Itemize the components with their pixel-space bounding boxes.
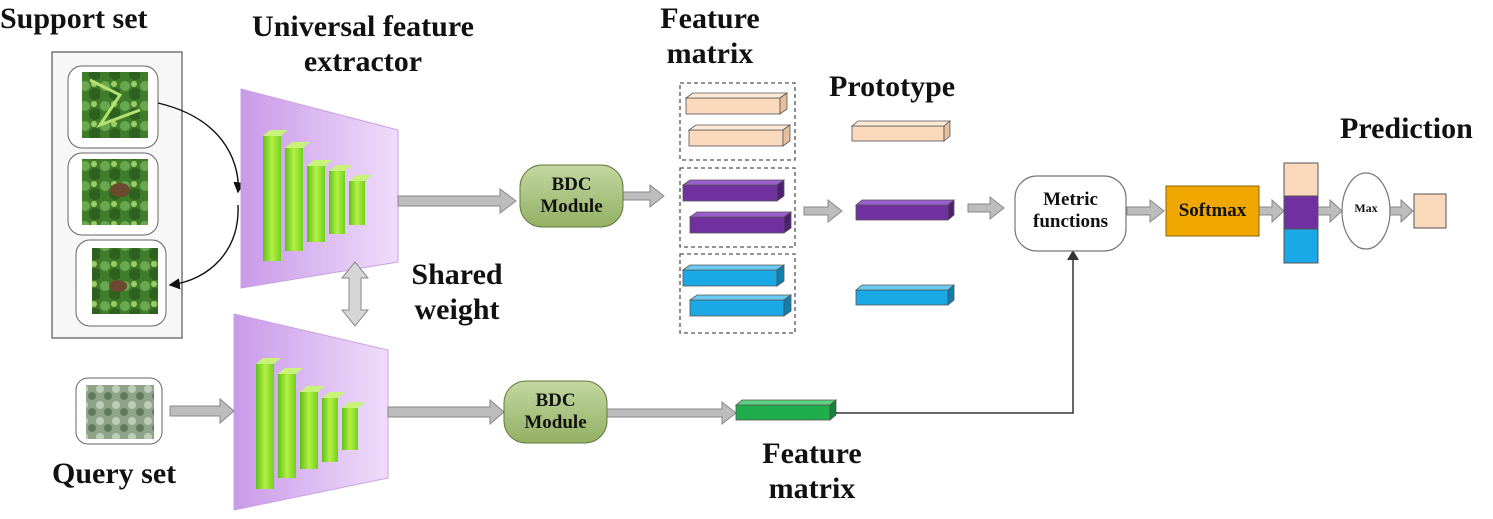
max-box: Max (1354, 201, 1378, 215)
feature-matrix-top-line1: Feature (660, 2, 760, 35)
extractor-label: Universal feature extractor (234, 10, 492, 79)
feature-bar-class3-b (688, 294, 793, 317)
feature-bar-class2-b (688, 211, 793, 234)
support-set-label: Support set (0, 2, 148, 35)
bdc-module-bottom-shape (503, 380, 608, 444)
softmax-shape (1165, 185, 1260, 237)
support-image-2 (67, 152, 159, 236)
arrow-extractor-to-bdc-bottom (387, 398, 505, 426)
shared-weight-line1: Shared (411, 258, 503, 291)
support-image-3 (75, 239, 167, 327)
extractor-label-line2: extractor (303, 44, 423, 78)
support-set-panel (51, 51, 245, 339)
metric-line2: functions (1033, 210, 1108, 232)
arrow-query-to-extractor (169, 397, 235, 425)
extractor-bottom-layers (256, 358, 365, 489)
feature-bar-class3-a (681, 264, 786, 287)
metric-functions: Metric functions (1015, 189, 1126, 233)
bdc-module-bottom: BDC Module (504, 390, 607, 434)
arrow-matrix-to-prototype (803, 198, 843, 224)
feature-matrix-top-label: Feature matrix (640, 2, 780, 71)
feature-bar-class1-a (684, 92, 789, 115)
feature-bar-class1-b (687, 124, 792, 147)
feature-matrix-top-line2: matrix (666, 36, 754, 70)
metric-line1: Metric (1043, 189, 1098, 210)
feature-matrix-bottom-line2: matrix (768, 471, 856, 505)
arrow-bdc-to-matrix (622, 183, 665, 209)
extractor-bottom (233, 313, 389, 511)
prediction-output-square (1413, 193, 1447, 229)
arrow-metric-to-softmax (1126, 198, 1165, 224)
query-image (75, 377, 163, 445)
feature-group-2 (679, 167, 796, 248)
feature-matrix-bottom-label: Feature matrix (742, 437, 882, 506)
probability-vector (1283, 162, 1319, 264)
arrow-bdc-to-query-feature (606, 400, 737, 426)
feature-group-3 (679, 253, 796, 334)
arrow-extractor-to-bdc-top (397, 188, 517, 214)
prototype-label: Prototype (829, 70, 956, 103)
query-feature-bar (734, 399, 838, 421)
support-image-1 (67, 65, 159, 149)
query-to-metric-line (836, 258, 1074, 414)
extractor-top-layers (263, 130, 372, 261)
arrow-vector-to-max (1317, 198, 1343, 224)
bdc-module-top: BDC Module (520, 174, 623, 218)
support-out-arrow (168, 204, 239, 290)
arrow-prototype-to-metric (967, 195, 1005, 221)
prediction-label: Prediction (1340, 112, 1473, 145)
feature-matrix-bottom-line1: Feature (762, 437, 862, 470)
feature-bars (681, 92, 793, 317)
shared-weight-arrow (340, 261, 370, 327)
shared-weight-line2: weight (414, 292, 500, 326)
bdc-module-top-shape (519, 164, 624, 228)
metric-functions-shape (1014, 175, 1127, 252)
support-in-arrow (157, 102, 245, 194)
arrow-softmax-to-vector (1258, 198, 1285, 224)
arrow-max-to-output (1388, 198, 1414, 224)
softmax-box: Softmax (1178, 200, 1247, 221)
extractor-top (240, 88, 399, 289)
bdc-bottom-line1: BDC (535, 390, 576, 411)
feature-group-1 (679, 82, 796, 161)
prototype-class2 (854, 199, 956, 221)
query-set-label: Query set (52, 457, 177, 490)
prototype-class1 (850, 120, 952, 142)
bdc-top-line2: Module (540, 195, 603, 217)
shared-weight-label: Shared weight (398, 258, 516, 327)
max-shape (1341, 172, 1391, 250)
bdc-bottom-line2: Module (524, 411, 587, 433)
prototype-bars (850, 120, 956, 306)
extractor-label-line1: Universal feature (252, 10, 474, 43)
prototype-class3 (854, 284, 956, 306)
feature-bar-class2-a (681, 179, 786, 202)
bdc-top-line1: BDC (551, 174, 592, 195)
